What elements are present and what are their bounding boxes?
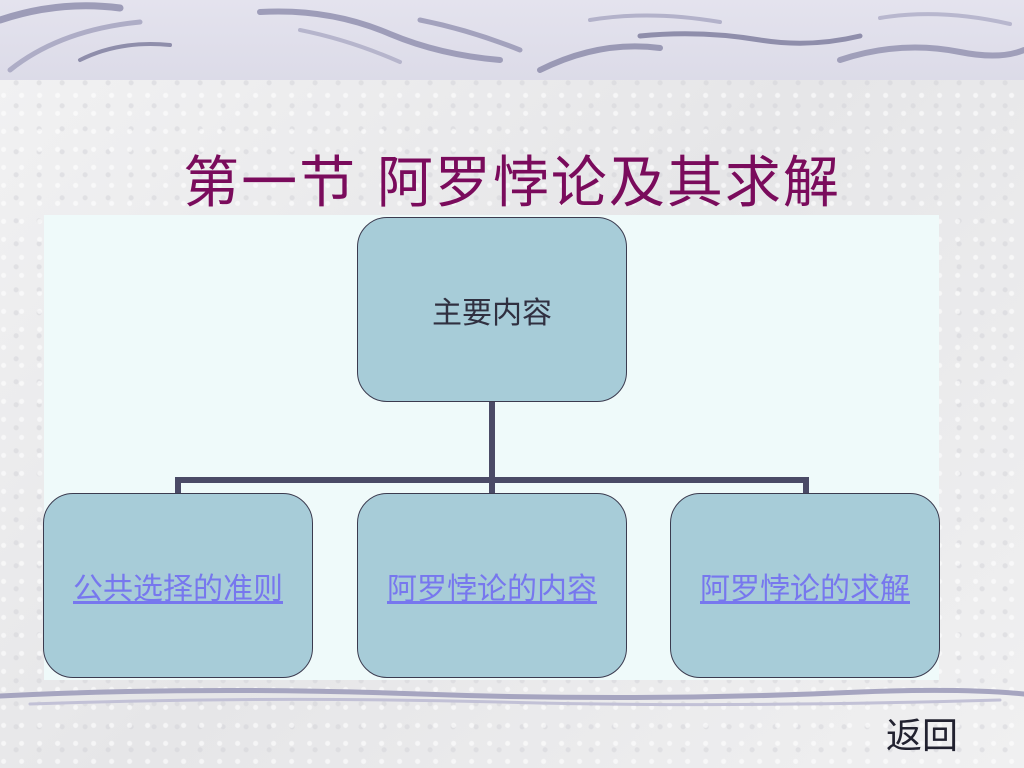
- node-main-content-label: 主要内容: [432, 295, 552, 331]
- link-public-choice-criteria[interactable]: 公共选择的准则: [73, 571, 283, 607]
- node-arrow-paradox-solution: 阿罗悖论的求解: [670, 493, 940, 678]
- return-button[interactable]: 返回: [886, 716, 959, 757]
- decorative-bottom-band: [0, 684, 1024, 710]
- node-main-content: 主要内容: [357, 217, 627, 402]
- node-public-choice-criteria: 公共选择的准则: [43, 493, 313, 678]
- page-title: 第一节 阿罗悖论及其求解: [183, 151, 841, 216]
- link-arrow-paradox-solution[interactable]: 阿罗悖论的求解: [700, 571, 910, 607]
- bottom-brush-stroke-decoration: [0, 687, 1024, 707]
- decorative-top-band: [0, 0, 1024, 80]
- link-arrow-paradox-content[interactable]: 阿罗悖论的内容: [387, 571, 597, 607]
- brush-stroke-decoration: [0, 2, 1024, 73]
- node-arrow-paradox-content: 阿罗悖论的内容: [357, 493, 627, 678]
